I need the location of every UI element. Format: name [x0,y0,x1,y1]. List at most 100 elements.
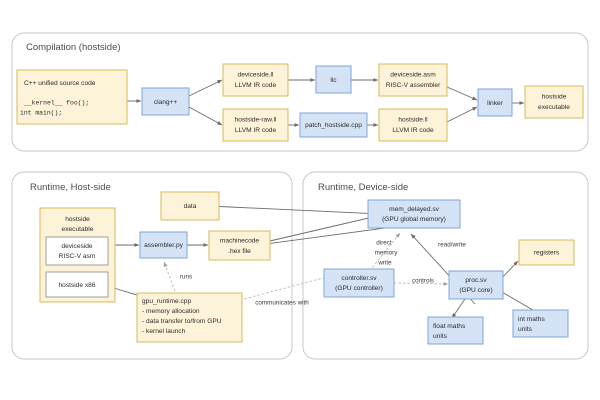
node-float-maths-units[interactable]: float maths units [427,316,484,345]
panel-runtime-host-title: Runtime, Host-side [30,182,111,193]
node-patch-hostside[interactable]: patch_hostside.cpp [299,112,368,138]
node-llc[interactable]: llc [315,65,352,94]
mem-delayed-box[interactable] [367,199,461,229]
deviceside-asm-line-2: RISC-V assembler [386,82,441,89]
deviceside-riscv-line-2: RISC-V asm [59,253,96,260]
edge-hostside-ll-to-linker [446,106,478,123]
device-edges: direct memory write read/write controls [363,232,539,319]
gpu-runtime-line-4: - kernel launch [142,328,186,335]
controller-box[interactable] [323,268,395,298]
source-code-title: C++ unified source code [24,80,96,87]
edge-label-controls: controls [412,278,434,285]
clang-label: clang++ [154,99,178,106]
patch-hostside-box[interactable] [299,112,368,138]
hostside-ll-line-2: LLVM IR code [392,127,434,134]
machinecode-line-2: .hex file [228,248,251,255]
source-code-line-2: int main(); [20,110,62,117]
panel-compilation-title: Compilation (hostside) [26,42,121,53]
float-maths-units-box[interactable] [427,316,484,345]
edge-clang-to-deviceside-ll [188,79,223,97]
node-clang[interactable]: clang++ [141,87,190,116]
llc-box[interactable] [315,65,352,94]
edge-proc-to-registers [500,260,519,280]
clang-box[interactable] [141,87,190,116]
panel-runtime-device-title: Runtime, Device-side [318,182,408,193]
linker-box[interactable] [477,88,513,117]
edge-clang-to-hostside-raw [188,106,223,126]
proc-line-1: proc.sv [465,277,487,284]
node-linker[interactable]: linker [477,88,513,117]
node-controller[interactable]: controller.sv (GPU controller) [323,268,395,298]
edge-label-direct-1: direct [376,240,392,247]
proc-box[interactable] [448,270,504,300]
int-maths-units-box[interactable] [512,309,569,338]
edge-label-direct-2: memory [375,250,399,257]
edge-controller-controls-proc [393,281,449,286]
hostside-exe-runtime-line-1: hostside [65,216,90,223]
gpu-runtime-box[interactable] [136,292,243,343]
proc-line-2: (GPU core) [459,287,492,294]
deviceside-ll-box[interactable] [222,63,289,97]
hostside-raw-line-1: hostside-raw.ll [235,116,277,123]
edge-proc-to-float-maths [451,295,468,319]
hostside-x86-label: hostside x86 [58,282,95,289]
float-maths-line-1: float maths [433,323,466,330]
data-box[interactable] [160,191,220,221]
node-machinecode[interactable]: machinecode .hex file [208,230,271,261]
hostside-exe-runtime-line-2: executable [62,226,94,233]
deviceside-ll-line-1: deviceside.ll [238,71,274,78]
node-hostside-executable-runtime[interactable]: hostside executable deviceside RISC-V as… [39,207,116,303]
deviceside-ll-line-2: LLVM IR code [235,82,277,89]
machinecode-line-1: machinecode [220,237,260,244]
registers-label: registers [534,249,560,256]
machinecode-box[interactable] [208,230,271,261]
node-hostside-raw-ll[interactable]: hostside-raw.ll LLVM IR code [222,108,289,142]
controller-line-1: controller.sv [341,275,377,282]
node-proc[interactable]: proc.sv (GPU core) [448,270,504,300]
controller-line-2: (GPU controller) [335,285,383,292]
deviceside-riscv-asm-box[interactable] [45,236,109,266]
registers-box[interactable] [518,239,575,266]
float-maths-line-2: units [433,333,448,340]
assembler-box[interactable] [139,231,188,259]
hostside-executable-box[interactable] [524,85,584,119]
edge-gpu-runtime-communicates-controller [239,275,332,301]
edge-label-direct-3: write [377,260,392,267]
gpu-runtime-line-3: - data transfer to/from GPU [142,318,222,325]
source-code-box[interactable] [16,69,128,125]
node-hostside-ll[interactable]: hostside.ll LLVM IR code [378,108,448,142]
hostside-raw-line-2: LLVM IR code [235,127,277,134]
node-int-maths-units[interactable]: int maths units [512,309,569,338]
node-data[interactable]: data [160,191,220,221]
hostside-ll-box[interactable] [378,108,448,142]
node-mem-delayed[interactable]: mem_delayed.sv (GPU global memory) [367,199,461,229]
edge-label-communicates: communicates with [255,300,309,307]
node-hostside-executable-compile[interactable]: hostside executable [524,85,584,119]
hostside-x86-box[interactable] [45,271,109,298]
hostside-raw-ll-box[interactable] [222,108,289,142]
mem-delayed-line-1: mem_delayed.sv [389,206,440,213]
node-gpu-runtime[interactable]: gpu_runtime.cpp - memory allocation - da… [136,292,243,343]
deviceside-asm-line-1: deviceside.asm [390,71,436,78]
int-maths-line-2: units [518,326,533,333]
edge-label-runs: runs [180,274,192,281]
deviceside-asm-box[interactable] [378,63,448,97]
data-label: data [184,203,197,210]
edge-deviceside-asm-to-linker [446,86,478,101]
hostside-ll-line-1: hostside.ll [398,116,428,123]
llc-label: llc [330,77,337,84]
int-maths-line-1: int maths [518,316,545,323]
node-deviceside-ll[interactable]: deviceside.ll LLVM IR code [222,63,289,97]
compilation-edges [127,78,525,127]
source-code-line-1: __kernel__ foo(); [23,100,89,107]
deviceside-riscv-line-1: deviceside [61,243,92,250]
gpu-runtime-line-1: gpu_runtime.cpp [142,298,191,305]
node-deviceside-asm[interactable]: deviceside.asm RISC-V assembler [378,63,448,97]
mem-delayed-line-2: (GPU global memory) [382,216,446,223]
node-assembler[interactable]: assembler.py [139,231,188,259]
node-source-code[interactable]: C++ unified source code __kernel__ foo()… [16,69,128,125]
edge-gpu-runtime-runs-assembler [163,261,176,292]
node-registers[interactable]: registers [518,239,575,266]
